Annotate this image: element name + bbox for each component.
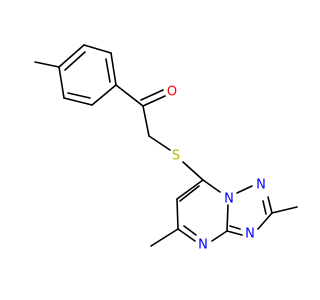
atom-label-layer: O S N N N N [167,85,266,253]
bond-n3-c3a-inner [229,225,241,230]
pyrimidine-nitrogen-label: N [198,238,208,253]
bond-carbonyl-to-ch2 [142,105,150,137]
bond-c2-methyl [271,206,298,214]
bond-ring-a-3 [110,52,117,86]
bond-ring-a-1 [58,44,85,68]
bond-c5-methyl [150,228,179,247]
bond-ring-a-5-inner [67,92,91,99]
bond-c5-n4-inner [183,225,197,236]
bond-n1-c7 [202,179,221,193]
bond-c6-c5 [176,198,179,230]
bond-ch2-to-s [148,135,171,151]
bridgehead-nitrogen-label: N [224,192,234,207]
oxygen-atom-label: O [167,85,177,100]
bond-n-c2-inner [262,200,267,215]
bond-tolyl-methyl [34,61,60,68]
sulfur-atom-label: S [172,149,180,164]
bond-s-to-c7 [182,161,204,181]
bond-c7-c6 [176,179,204,200]
triazole-nitrogen-4-label: N [245,227,255,242]
bond-c7-c6-inner [179,185,200,202]
bond-carbonyl-double-2 [140,89,164,101]
bond-ring-a-1-inner [64,51,86,71]
bond-ring-a-4 [91,84,117,106]
bond-n3-c3a [226,230,243,236]
bond-ring-a-3-inner [105,58,111,83]
bond-ring-a-5 [63,97,93,106]
triazole-nitrogen-2-label: N [256,178,266,193]
chemical-structure-diagram: O S N N N N [34,44,298,253]
bond-layer [34,44,298,247]
bond-c3a-n1 [226,204,229,232]
bond-ring-a-2 [83,44,112,54]
bond-c5-n4 [177,228,196,242]
bond-carbonyl-double-1 [142,95,166,107]
bond-ring-a-6 [58,66,65,99]
bond-c2-n3 [257,212,273,230]
bond-n-c2 [267,196,273,214]
bond-n4-c3a [211,230,228,242]
bond-n1-n [236,185,253,194]
bond-ring-to-carbonyl [115,84,144,107]
